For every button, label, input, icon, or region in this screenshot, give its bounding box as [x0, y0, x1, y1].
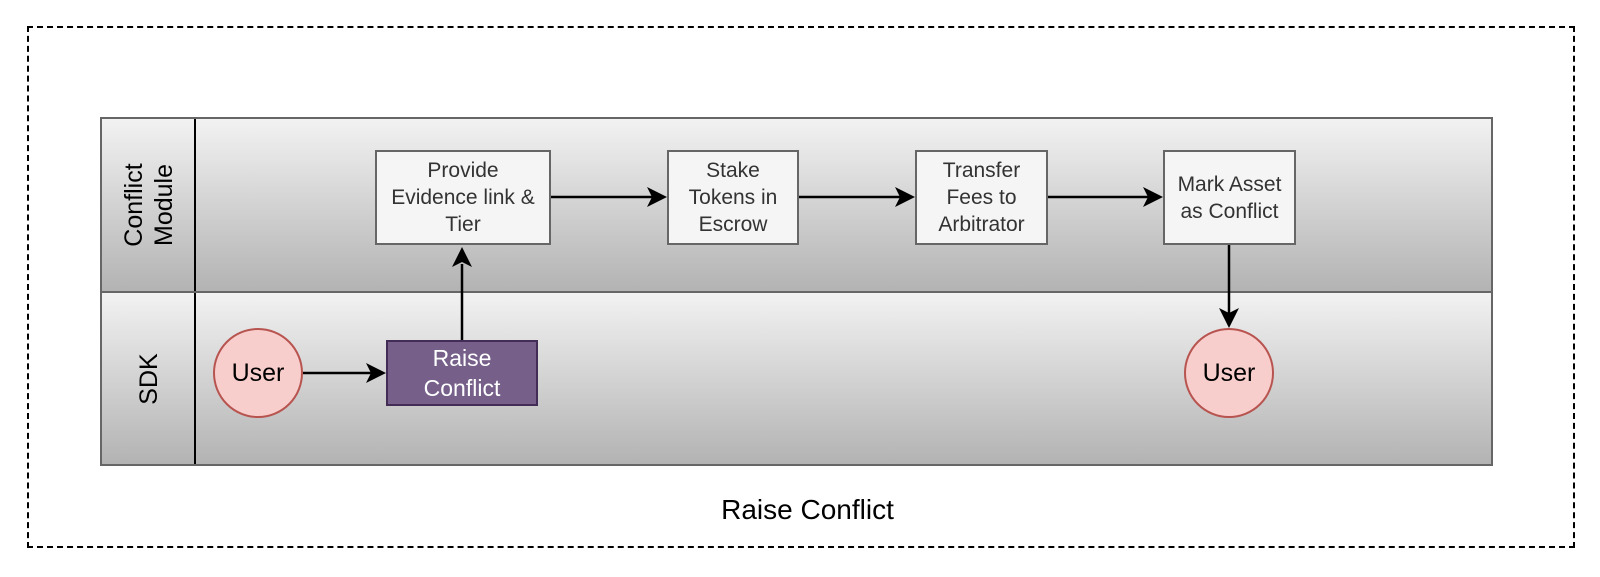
diagram-title: Raise Conflict [721, 494, 894, 525]
node-stake-tokens[interactable]: Stake Tokens in Escrow [667, 150, 799, 245]
node-raise-conflict[interactable]: Raise Conflict [386, 340, 538, 406]
node-user-start[interactable]: User [213, 328, 303, 418]
arrowhead-raise-to-evidence [452, 247, 472, 267]
lane-header-sdk: SDK [102, 293, 196, 464]
lane-header-conflict-module: Conflict Module [102, 119, 196, 291]
node-transfer-fees[interactable]: Transfer Fees to Arbitrator [915, 150, 1048, 245]
arrowhead-mark-to-user [1219, 308, 1239, 328]
node-provide-evidence[interactable]: Provide Evidence link & Tier [375, 150, 551, 245]
arrowhead-stake-to-transfer [895, 187, 915, 207]
diagram-frame [27, 26, 1575, 548]
node-mark-asset[interactable]: Mark Asset as Conflict [1163, 150, 1296, 245]
arrowhead-evidence-to-stake [647, 187, 667, 207]
arrowhead-user-to-raise [366, 363, 386, 383]
arrowhead-transfer-to-mark [1143, 187, 1163, 207]
node-user-end[interactable]: User [1184, 328, 1274, 418]
